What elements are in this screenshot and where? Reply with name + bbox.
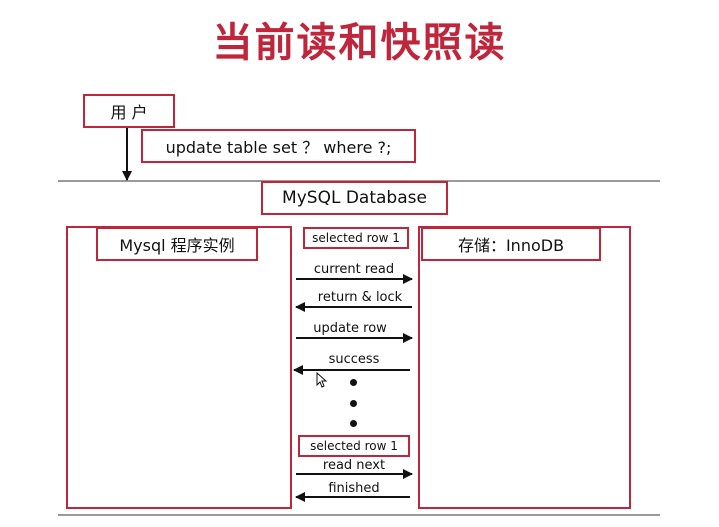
bottom-divider (58, 514, 660, 516)
mouse-cursor-icon (316, 372, 328, 388)
success-label: success (328, 352, 380, 367)
selected-row-box-bottom: selected row 1 (298, 435, 410, 457)
database-label-box: MySQL Database (261, 181, 448, 215)
page-title: 当前读和快照读 (212, 20, 507, 66)
mysql-instance-label: Mysql 程序实例 (96, 227, 258, 261)
ellipsis-dot-2 (350, 400, 357, 407)
user-box: 用 户 (83, 94, 175, 128)
read-next-label: read next (322, 458, 386, 473)
update-row-label: update row (313, 321, 387, 336)
sql-statement-box: update table set ？ where ?; (141, 129, 416, 163)
selected-row-box-top: selected row 1 (303, 227, 409, 249)
ellipsis-dot-3 (350, 420, 357, 427)
return-lock-label: return & lock (317, 290, 403, 305)
storage-panel (418, 226, 631, 509)
current-read-label: current read (313, 262, 395, 277)
mysql-instance-panel (66, 226, 292, 509)
storage-label: 存储：InnoDB (421, 227, 601, 261)
finished-label: finished (328, 481, 380, 496)
ellipsis-dot-1 (350, 379, 357, 386)
